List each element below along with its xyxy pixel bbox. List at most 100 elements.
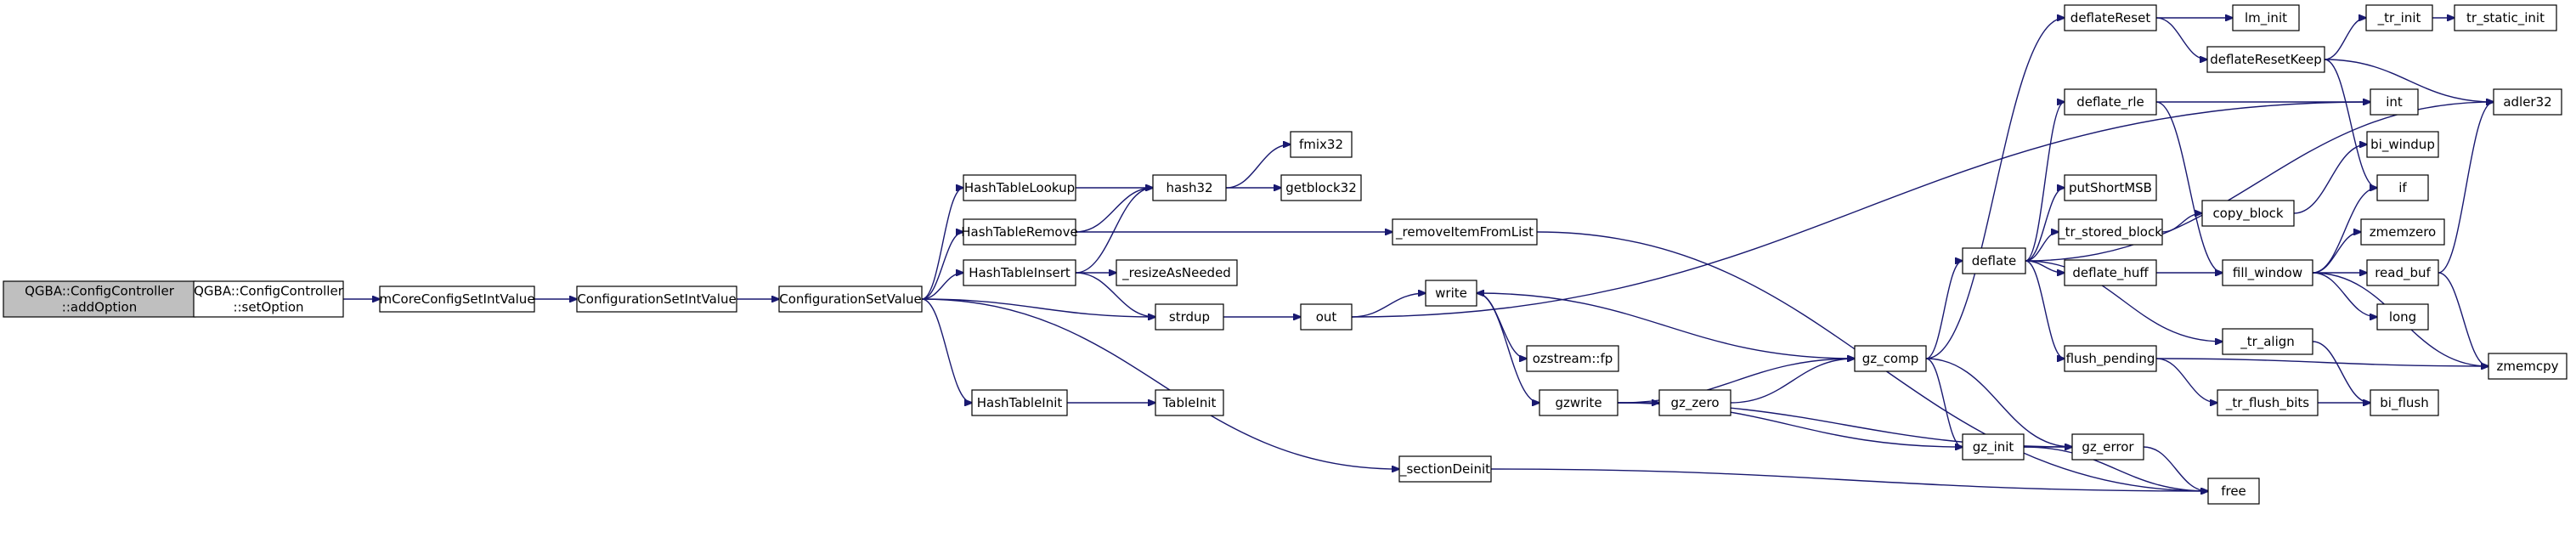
node-htinit[interactable]: HashTableInit: [971, 389, 1068, 416]
node-box[interactable]: [2493, 88, 2562, 116]
node-box[interactable]: [1398, 455, 1492, 483]
node-box[interactable]: [1290, 131, 1353, 158]
node-biflush[interactable]: bi_flush: [2370, 389, 2439, 416]
node-trflushbits[interactable]: _tr_flush_bits: [2217, 389, 2319, 416]
node-zmemzero[interactable]: zmemzero: [2360, 218, 2445, 246]
node-trstored[interactable]: _tr_stored_block: [2058, 218, 2163, 246]
node-box[interactable]: [2376, 174, 2429, 201]
node-box[interactable]: [1962, 433, 2025, 461]
node-box[interactable]: [2454, 4, 2557, 31]
node-box[interactable]: [576, 285, 737, 313]
node-box[interactable]: [2217, 389, 2319, 416]
node-box[interactable]: [2207, 478, 2260, 505]
node-htlookup[interactable]: HashTableLookup: [963, 174, 1076, 201]
node-getblock32[interactable]: getblock32: [1280, 174, 1362, 201]
node-gzinit[interactable]: gz_init: [1962, 433, 2025, 461]
node-deflate[interactable]: deflate: [1962, 247, 2026, 274]
node-out[interactable]: out: [1300, 303, 1353, 331]
node-box[interactable]: [778, 285, 923, 313]
node-box[interactable]: [1152, 174, 1227, 201]
node-readbuf[interactable]: read_buf: [2366, 259, 2439, 286]
node-deflatereset[interactable]: deflateReset: [2064, 4, 2157, 31]
node-box[interactable]: [1392, 218, 1538, 246]
node-box[interactable]: [3, 280, 196, 318]
node-qgba_set[interactable]: QGBA::ConfigController::setOption: [193, 280, 344, 318]
node-box[interactable]: [2366, 259, 2439, 286]
node-box[interactable]: [1526, 345, 1619, 372]
node-box[interactable]: [2064, 88, 2157, 116]
node-write[interactable]: write: [1425, 280, 1477, 307]
node-box[interactable]: [2370, 88, 2419, 116]
node-box[interactable]: [2206, 46, 2325, 73]
node-lminit[interactable]: lm_init: [2232, 4, 2300, 31]
node-box[interactable]: [2366, 131, 2439, 158]
node-box[interactable]: [2360, 218, 2445, 246]
node-flushpending[interactable]: flush_pending: [2064, 345, 2157, 372]
node-deflatehuff[interactable]: deflate_huff: [2064, 259, 2157, 286]
node-box[interactable]: [193, 280, 344, 318]
node-gzcomp[interactable]: gz_comp: [1854, 345, 1927, 372]
node-box[interactable]: [1962, 247, 2026, 274]
node-box[interactable]: [1116, 259, 1238, 286]
node-if[interactable]: if: [2376, 174, 2429, 201]
node-box[interactable]: [1155, 303, 1224, 331]
node-fmix32[interactable]: fmix32: [1290, 131, 1353, 158]
node-int[interactable]: int: [2370, 88, 2419, 116]
node-htinsert[interactable]: HashTableInsert: [963, 259, 1076, 286]
node-biwindup[interactable]: bi_windup: [2366, 131, 2439, 158]
node-long[interactable]: long: [2376, 303, 2429, 331]
node-removeitem[interactable]: _removeItemFromList: [1392, 218, 1538, 246]
node-box[interactable]: [2222, 328, 2313, 355]
node-box[interactable]: [2232, 4, 2300, 31]
node-section[interactable]: _sectionDeinit: [1398, 455, 1492, 483]
node-box[interactable]: [963, 218, 1076, 246]
node-box[interactable]: [2201, 200, 2295, 227]
node-box[interactable]: [1854, 345, 1927, 372]
node-box[interactable]: [963, 259, 1076, 286]
node-box[interactable]: [2058, 218, 2163, 246]
node-box[interactable]: [379, 285, 535, 313]
node-ozstream[interactable]: ozstream::fp: [1526, 345, 1619, 372]
node-box[interactable]: [2064, 4, 2157, 31]
node-gzerror[interactable]: gz_error: [2071, 433, 2144, 461]
node-tableinit[interactable]: TableInit: [1155, 389, 1224, 416]
node-box[interactable]: [1280, 174, 1362, 201]
node-strdup[interactable]: strdup: [1155, 303, 1224, 331]
node-box[interactable]: [2370, 389, 2439, 416]
node-resize[interactable]: _resizeAsNeeded: [1116, 259, 1238, 286]
node-box[interactable]: [2365, 4, 2433, 31]
node-adler32[interactable]: adler32: [2493, 88, 2562, 116]
node-deflaterle[interactable]: deflate_rle: [2064, 88, 2157, 116]
node-box[interactable]: [2064, 174, 2157, 201]
node-zmemcpy[interactable]: zmemcpy: [2488, 353, 2568, 380]
node-box[interactable]: [1300, 303, 1353, 331]
node-tralign[interactable]: _tr_align: [2222, 328, 2313, 355]
node-confint[interactable]: ConfigurationSetIntValue: [576, 285, 737, 313]
node-qgba_add[interactable]: QGBA::ConfigController::addOption: [3, 280, 196, 318]
node-box[interactable]: [963, 174, 1076, 201]
node-free[interactable]: free: [2207, 478, 2260, 505]
node-trstatic[interactable]: tr_static_init: [2454, 4, 2557, 31]
node-confval[interactable]: ConfigurationSetValue: [778, 285, 923, 313]
node-box[interactable]: [2071, 433, 2144, 461]
node-box[interactable]: [1425, 280, 1477, 307]
node-gzzero[interactable]: gz_zero: [1658, 389, 1731, 416]
node-hash32[interactable]: hash32: [1152, 174, 1227, 201]
node-box[interactable]: [2222, 259, 2313, 286]
node-box[interactable]: [1539, 389, 1618, 416]
node-box[interactable]: [971, 389, 1068, 416]
node-htremove[interactable]: HashTableRemove: [961, 218, 1078, 246]
node-trinit[interactable]: _tr_init: [2365, 4, 2433, 31]
node-box[interactable]: [2064, 259, 2157, 286]
node-resetkeep[interactable]: deflateResetKeep: [2206, 46, 2325, 73]
node-box[interactable]: [2376, 303, 2429, 331]
node-fillwindow[interactable]: fill_window: [2222, 259, 2313, 286]
node-box[interactable]: [2064, 345, 2157, 372]
node-putshort[interactable]: putShortMSB: [2064, 174, 2157, 201]
node-copyblock[interactable]: copy_block: [2201, 200, 2295, 227]
node-gzwrite[interactable]: gzwrite: [1539, 389, 1618, 416]
node-box[interactable]: [1155, 389, 1224, 416]
node-box[interactable]: [1658, 389, 1731, 416]
node-box[interactable]: [2488, 353, 2568, 380]
node-mcore[interactable]: mCoreConfigSetIntValue: [379, 285, 535, 313]
